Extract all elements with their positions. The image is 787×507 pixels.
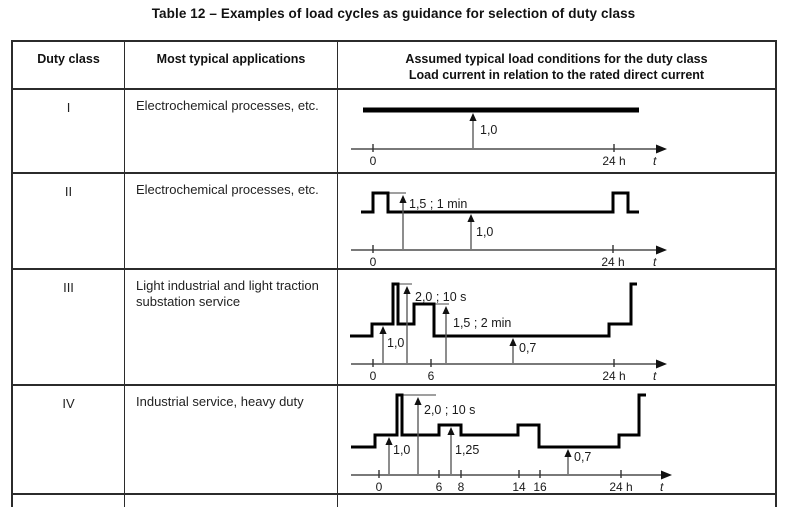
svg-text:t: t xyxy=(660,480,664,493)
application-cell xyxy=(125,495,338,507)
load-cycle-diagram-duty-ii: 0 24 h t 1,5 ; 1 min 1,0 xyxy=(351,191,667,268)
diagram-cell: 0 6 8 14 16 24 h t 1,0 2,0 ; 10 s 1,25 0,7 xyxy=(338,386,775,493)
svg-text:0: 0 xyxy=(370,154,377,168)
duty-class-cell xyxy=(13,495,125,507)
svg-text:2,0 ; 10 s: 2,0 ; 10 s xyxy=(415,290,466,304)
svg-text:1,25: 1,25 xyxy=(455,443,479,457)
svg-text:6: 6 xyxy=(436,480,443,493)
svg-text:24 h: 24 h xyxy=(609,480,632,493)
svg-text:2,0 ; 10 s: 2,0 ; 10 s xyxy=(424,403,475,417)
svg-text:1,0: 1,0 xyxy=(393,443,410,457)
svg-text:24 h: 24 h xyxy=(602,369,625,383)
duty-class-cell: III xyxy=(13,270,125,384)
svg-text:t: t xyxy=(653,255,657,268)
svg-text:0: 0 xyxy=(376,480,383,493)
duty-class-cell: IV xyxy=(13,386,125,493)
load-cycle-diagram-duty-iii: 0 6 24 h t 1,0 2,0 ; 10 s 1,5 ; 2 min 0,7 xyxy=(350,282,667,383)
table-row-duty-iv: IV Industrial service, heavy duty 0 6 8 14 1… xyxy=(13,384,775,493)
svg-text:0: 0 xyxy=(370,369,377,383)
svg-text:14: 14 xyxy=(512,480,526,493)
svg-text:16: 16 xyxy=(533,480,547,493)
application-cell: Electrochemical processes, etc. xyxy=(125,174,338,268)
load-cycle-diagram-duty-iv: 0 6 8 14 16 24 h t 1,0 2,0 ; 10 s 1,25 0,7 xyxy=(351,393,672,493)
table-row-partial xyxy=(13,493,775,507)
table-row-duty-ii: II Electrochemical processes, etc. 0 24 h… xyxy=(13,172,775,268)
table-row-duty-iii: III Light industrial and light traction … xyxy=(13,268,775,384)
header-duty-class: Duty class xyxy=(13,42,125,88)
diagram-cell: 0 6 24 h t 1,0 2,0 ; 10 s 1,5 ; 2 min 0,7 xyxy=(338,270,775,384)
header-load-conditions-line2: Load current in relation to the rated di… xyxy=(408,68,705,83)
svg-text:0,7: 0,7 xyxy=(519,341,536,355)
diagram-cell: 0 24 h t 1,5 ; 1 min 1,0 xyxy=(338,174,775,268)
header-load-conditions: Assumed typical load conditions for the … xyxy=(338,42,775,88)
svg-text:24 h: 24 h xyxy=(601,255,624,268)
duty-class-table: Duty class Most typical applications Ass… xyxy=(11,40,777,507)
svg-text:t: t xyxy=(653,154,657,168)
svg-text:6: 6 xyxy=(428,369,435,383)
svg-text:8: 8 xyxy=(458,480,465,493)
table-title: Table 12 – Examples of load cycles as gu… xyxy=(151,6,636,21)
load-cycle-diagram-duty-i: 0 24 h t 1,0 xyxy=(351,107,667,168)
svg-text:1,5 ; 1 min: 1,5 ; 1 min xyxy=(409,197,467,211)
svg-text:1,0: 1,0 xyxy=(387,336,404,350)
table-header-row: Duty class Most typical applications Ass… xyxy=(13,42,775,88)
header-load-conditions-line1: Assumed typical load conditions for the … xyxy=(405,52,708,66)
svg-text:t: t xyxy=(653,369,657,383)
header-applications: Most typical applications xyxy=(125,42,338,88)
svg-text:24 h: 24 h xyxy=(602,154,625,168)
svg-text:0: 0 xyxy=(370,255,377,268)
application-cell: Electrochemical processes, etc. xyxy=(125,90,338,172)
duty-class-cell: II xyxy=(13,174,125,268)
svg-text:1,0: 1,0 xyxy=(480,123,497,137)
diagram-cell xyxy=(338,495,775,507)
application-cell: Light industrial and light traction subs… xyxy=(125,270,338,384)
svg-text:1,0: 1,0 xyxy=(476,225,493,239)
duty-class-cell: I xyxy=(13,90,125,172)
svg-text:1,5 ; 2 min: 1,5 ; 2 min xyxy=(453,316,511,330)
svg-text:0,7: 0,7 xyxy=(574,450,591,464)
diagram-cell: 0 24 h t 1,0 xyxy=(338,90,775,172)
application-cell: Industrial service, heavy duty xyxy=(125,386,338,493)
table-row-duty-i: I Electrochemical processes, etc. 0 24 h t… xyxy=(13,88,775,172)
